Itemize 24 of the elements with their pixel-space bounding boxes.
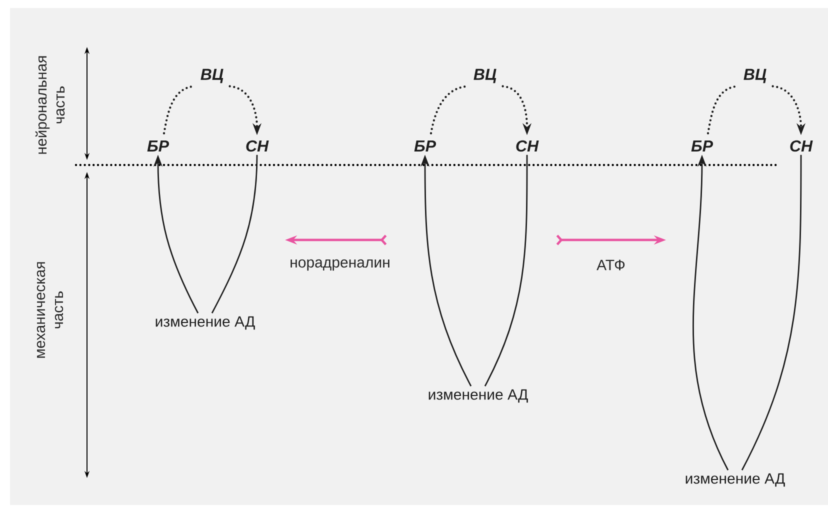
substance-label: АТФ: [596, 260, 625, 270]
center-label: БР: [691, 140, 714, 152]
curved-line: [484, 154, 528, 386]
dotted-arrow: [228, 85, 262, 136]
pressure-label: изменение АД: [428, 389, 528, 403]
dotted-line: [430, 85, 468, 134]
center-label: ВЦ: [474, 68, 496, 84]
curved-line: [211, 154, 258, 314]
pressure-label: изменение АД: [156, 316, 255, 330]
dotted-arrow: [502, 85, 532, 136]
pressure-label: изменение АД: [686, 473, 785, 487]
side-label: нейрональная часть: [35, 56, 65, 154]
center-label: БР: [147, 140, 170, 152]
center-label: ВЦ: [744, 68, 766, 84]
dotted-arrow: [772, 85, 806, 136]
curved-line: [741, 154, 802, 470]
center-label: СН: [790, 140, 813, 152]
center-label: СН: [516, 140, 539, 152]
center-label: ВЦ: [200, 68, 224, 84]
side-label: механическая часть: [36, 262, 64, 358]
dotted-line: [706, 85, 738, 134]
substance-label: норадреналин: [290, 259, 390, 271]
center-label: БР: [414, 140, 436, 152]
center-label: СН: [246, 140, 269, 152]
